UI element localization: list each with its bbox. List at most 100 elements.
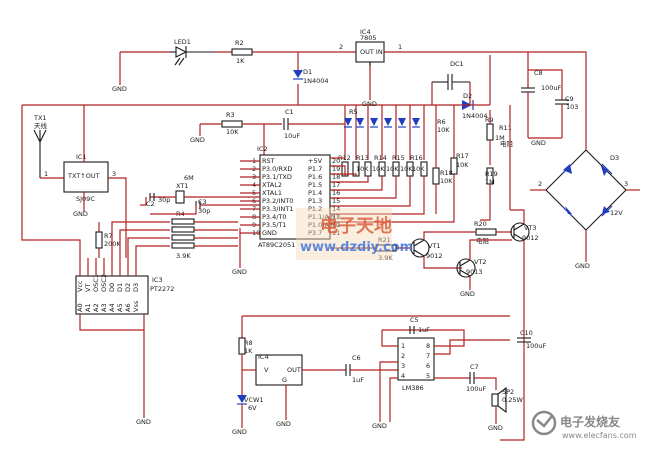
ic2-left-pin: XTAL2	[262, 181, 282, 189]
crystal-network: 6M XT1 C2 30p C3 30p	[140, 174, 260, 215]
lm386-right-pin: 7	[426, 352, 430, 360]
ic3-top-pin: OSC2	[100, 274, 108, 292]
c3-val: 30p	[198, 207, 210, 215]
ic3-top-pin: D1	[116, 283, 124, 292]
gnd-label-7805: GND	[362, 100, 377, 108]
ic3-top-pin: VT	[84, 284, 92, 292]
ic4-ref: IC4	[360, 28, 371, 36]
r19-ref: R19	[485, 170, 498, 178]
c5: C5 1uF	[409, 316, 430, 334]
r15-ref: R15	[392, 154, 405, 162]
ic2-right-num: 11	[332, 229, 340, 237]
tx1-name: 天线	[34, 121, 48, 130]
ic4-part: 7805	[360, 34, 377, 42]
r5-ref: R5	[349, 108, 358, 116]
ic2-right-pin: P1.2	[308, 205, 322, 213]
r6-val: 10K	[437, 126, 450, 134]
led1: LED1	[170, 38, 215, 66]
watermark-elecfans: 电子发烧友 www.elecfans.com	[531, 410, 637, 440]
r21-val: 3.9K	[378, 254, 393, 262]
c1-ref: C1	[285, 108, 294, 116]
ic2-right-num: 15	[332, 197, 340, 205]
r6-ref: R6	[437, 118, 446, 126]
ic3-top-pin: OSC1	[92, 274, 100, 292]
lm386-ref: LM386	[402, 384, 424, 392]
c7-val: 100uF	[466, 385, 487, 393]
r4-val: 3.9K	[176, 252, 191, 260]
r16-val: 10K	[400, 165, 413, 173]
ic2-right-pin: +5V	[308, 157, 323, 165]
xt1-ref: XT1	[176, 182, 188, 190]
c7-ref: C7	[470, 363, 479, 371]
d3-minus: 2	[538, 180, 542, 188]
r15-val: 10K	[386, 165, 399, 173]
c10-val: 100uF	[526, 342, 547, 350]
c8-val: 100uF	[541, 84, 562, 92]
r9-ref: R9	[485, 116, 494, 124]
tx1-antenna: TX1 天线	[33, 114, 64, 179]
ic3-top-pin: Vcc	[76, 280, 84, 292]
d3-label: 12V	[610, 209, 623, 217]
r2-val: 1K	[236, 57, 245, 65]
c1-val: 10uF	[284, 132, 300, 140]
mic-block: R8 1K VCW1 6V GND IC4 OUT V G GND	[232, 315, 510, 436]
ic1-p1: 1	[44, 170, 48, 178]
ic1-pin: TXT↑OUT	[67, 172, 100, 180]
d2-ref: D2	[463, 92, 472, 100]
d3-plus: 3	[624, 180, 628, 188]
gnd-label-ic3: GND	[136, 418, 151, 426]
lm386-right-pin: 5	[426, 372, 430, 380]
watermark-url: www.dzdiy.com	[300, 240, 413, 255]
gnd-label-c8: GND	[531, 139, 546, 147]
r16-ref: R16	[410, 154, 423, 162]
c10-ref: C10	[520, 329, 533, 337]
c9-val: 103	[566, 103, 578, 111]
r7: R7 200K	[95, 222, 121, 258]
ic2-right-num: 18	[332, 173, 340, 181]
r17-val: 10K	[456, 161, 469, 169]
ic2-right-num: 20	[332, 157, 340, 165]
indicator-led	[344, 118, 352, 126]
c5-ref: C5	[410, 316, 419, 324]
r11-ref: R11	[499, 124, 512, 132]
gnd-label-top-left: GND	[112, 85, 127, 93]
r21: R21 3.9K	[330, 236, 410, 262]
ic3-ref: IC3	[152, 276, 163, 284]
ic2-right-num: 14	[332, 205, 340, 213]
gnd-label-reset: GND	[190, 136, 205, 144]
c3-ref: C3	[198, 198, 207, 206]
watermark-dzdiy: 电子天地 www.dzdiy.com	[296, 208, 413, 260]
pullup-array: R5 R6 10K R12 R13 R14 R15 R16 10K 10K 10…	[338, 105, 450, 177]
lm386-left-pin: 3	[401, 362, 405, 370]
ic2-right-pin: P1.5	[308, 181, 322, 189]
r4-pack: R4 3.9K	[171, 210, 238, 260]
ic2-right-num: 12	[332, 221, 340, 229]
ic4b-vcc: V	[264, 366, 269, 374]
d2-part: 1N4004	[462, 112, 488, 120]
reset-network: R3 10K C1 10uF GND	[190, 108, 345, 160]
r17-ref: R17	[456, 152, 469, 160]
ic3-top-pin: D0	[108, 283, 116, 292]
gnd-label-ic2: GND	[232, 268, 247, 276]
ic4b-gnd: G	[282, 376, 287, 384]
ic2-right-pin: P1.4	[308, 189, 322, 197]
vt2-part: 9013	[466, 268, 483, 276]
gnd-label-ic4b: GND	[276, 420, 291, 428]
d1-ref: D1	[303, 68, 312, 76]
ic3-bot-pin: A2	[92, 303, 100, 312]
gnd-label-ic1: GND	[73, 210, 88, 218]
lm386-right-pin: 8	[426, 342, 430, 350]
ic2-right-pin: P1.6	[308, 173, 322, 181]
sp2-ref: SP2	[502, 388, 514, 396]
r7-val: 200K	[104, 240, 121, 248]
r14-val: 10K	[372, 165, 385, 173]
r21-ref: R21	[378, 236, 391, 244]
vt3-ref: VT3	[524, 224, 537, 232]
vt2-ref: VT2	[474, 258, 487, 266]
ic3-bot-pin: A0	[76, 303, 84, 312]
power-rail	[119, 51, 587, 130]
c5-val: 1uF	[418, 326, 430, 334]
d1-part: 1N4004	[303, 77, 329, 85]
